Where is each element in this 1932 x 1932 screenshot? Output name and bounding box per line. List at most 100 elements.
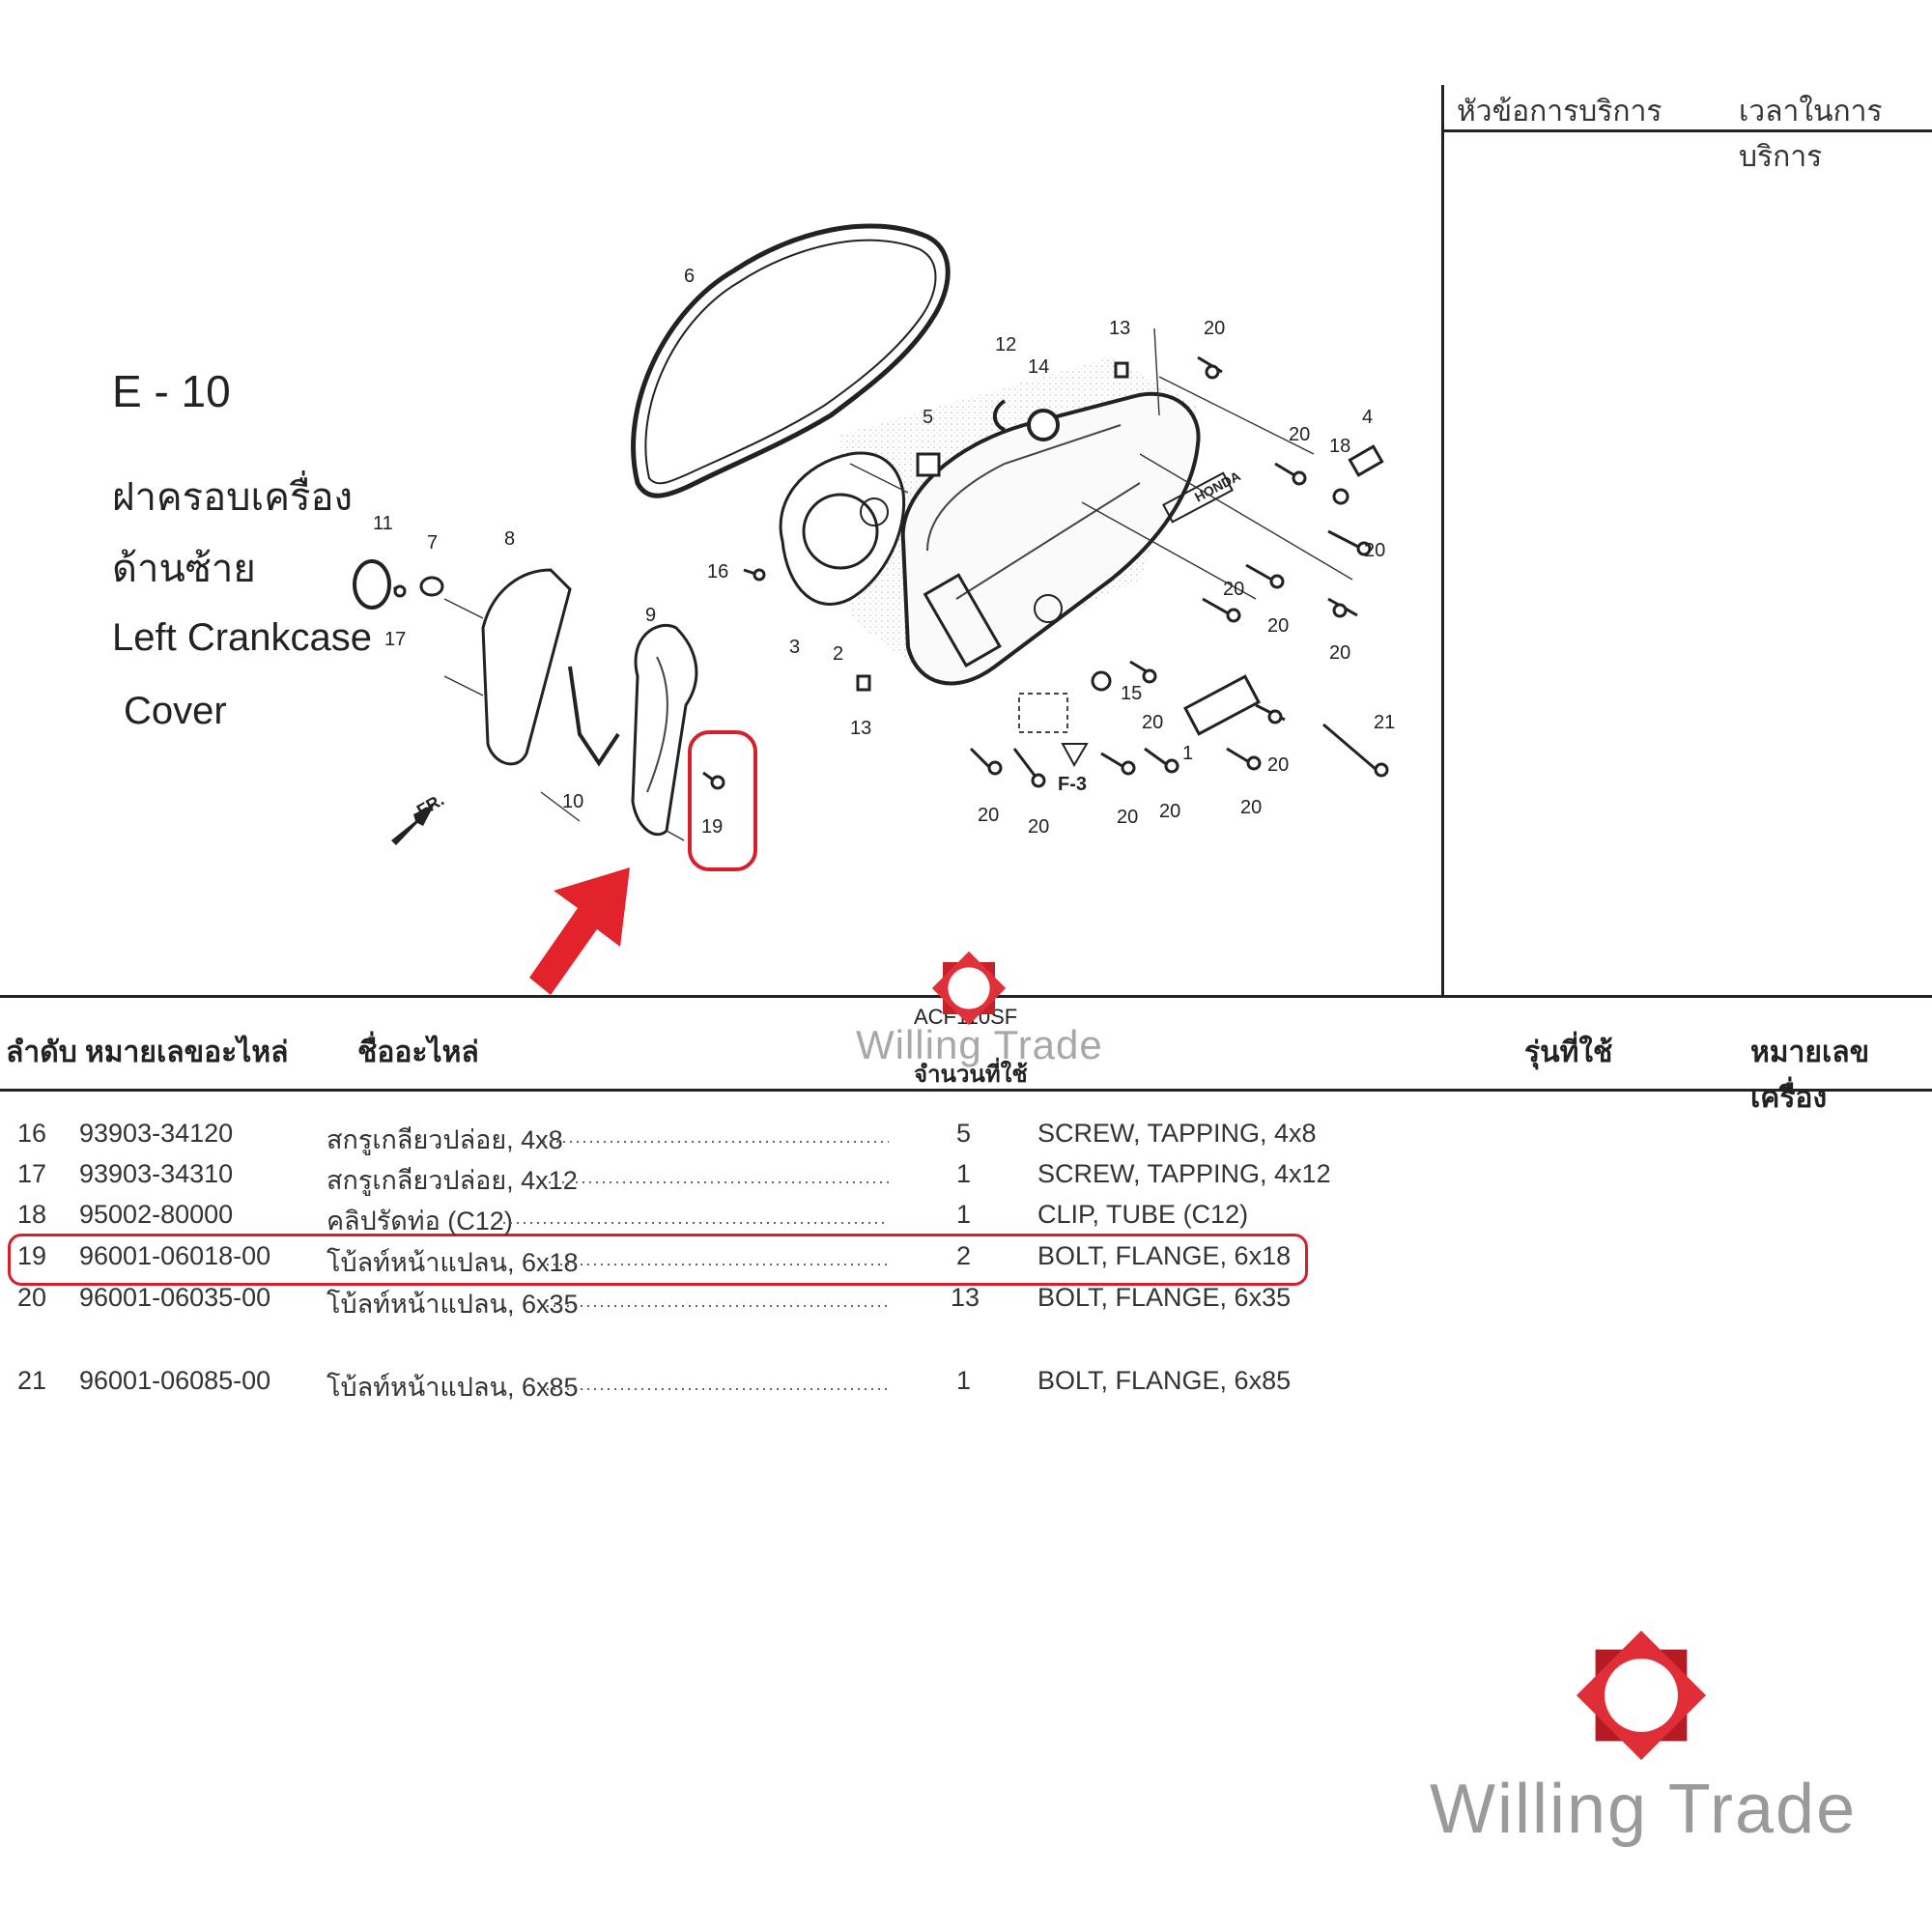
o-ring-11 [353, 559, 391, 610]
svg-text:7: 7 [427, 532, 438, 554]
leader-lines [443, 327, 1353, 841]
header-no: ลำดับ [6, 1037, 77, 1068]
row-no: 18 [17, 1200, 47, 1229]
header-engine-number: หมายเลขเครื่อง [1750, 1037, 1870, 1114]
svg-text:20: 20 [1204, 318, 1225, 339]
f3-arrow [1061, 743, 1089, 768]
row-no: 17 [17, 1159, 47, 1188]
svg-text:20: 20 [1240, 797, 1262, 818]
service-box-header-rule [1441, 129, 1932, 132]
row-part-number: 95002-80000 [79, 1200, 234, 1229]
row-name-thai: สกรูเกลียวปล่อย, 4x12 [327, 1166, 578, 1195]
f3-label: F-3 [1058, 774, 1087, 795]
header-part-name: ชื่ออะไหล่ [357, 1037, 479, 1068]
svg-text:20: 20 [1159, 801, 1180, 822]
row-quantity: 1 [956, 1159, 972, 1188]
svg-text:20: 20 [1028, 816, 1049, 838]
spring-10 [568, 666, 620, 767]
bracket-1 [1183, 674, 1261, 736]
cap-4 [1348, 444, 1384, 477]
service-topic-header: หัวข้อการบริการ [1457, 96, 1662, 128]
inner-cover-8 [481, 568, 572, 766]
row-quantity: 5 [956, 1119, 972, 1148]
row-part-number: 96001-06035-00 [79, 1283, 271, 1312]
row-name-english: BOLT, FLANGE, 6x35 [1037, 1283, 1292, 1312]
svg-text:3: 3 [789, 637, 800, 658]
svg-text:2: 2 [833, 643, 843, 665]
svg-text:10: 10 [562, 791, 583, 812]
svg-text:9: 9 [645, 605, 656, 626]
callout-numbers: 1 2 3 4 5 6 7 8 9 10 11 12 13 13 14 15 1… [373, 266, 1395, 838]
svg-text:8: 8 [504, 528, 515, 550]
row-name-thai: โบ้ลท์หน้าแปลน, 6x35 [327, 1290, 579, 1319]
row-name-thai: คลิปรัดท่อ (C12) [327, 1207, 513, 1236]
svg-text:20: 20 [1289, 424, 1310, 445]
row-no: 16 [17, 1119, 47, 1148]
row-quantity: 13 [951, 1283, 980, 1312]
svg-text:1: 1 [1182, 743, 1193, 764]
svg-text:5: 5 [923, 407, 933, 428]
header-variant: รุ่นที่ใช้ [1524, 1037, 1613, 1068]
highlight-row-19 [8, 1234, 1308, 1286]
brand-logo-icon [1576, 1630, 1707, 1761]
header-part-number: หมายเลขอะไหล่ [85, 1037, 289, 1068]
row-quantity: 1 [956, 1200, 972, 1229]
bearing-15 [1091, 670, 1112, 692]
row-no: 19 [17, 1241, 47, 1270]
row-part-number: 93903-34120 [79, 1119, 234, 1148]
section-code: E - 10 [112, 366, 231, 416]
svg-text:20: 20 [1142, 712, 1163, 733]
service-time-header: เวลาในการบริการ [1739, 96, 1883, 173]
gasket-6-shape [631, 223, 951, 498]
exploded-parts-diagram: HONDA F-3 [353, 223, 1395, 995]
watermark-text-small: Willing Trade [856, 1022, 1103, 1067]
row-name-english: SCREW, TAPPING, 4x12 [1037, 1159, 1331, 1188]
svg-text:20: 20 [1364, 540, 1385, 561]
svg-text:17: 17 [384, 629, 406, 650]
row-name-thai: สกรูเกลียวปล่อย, 4x8 [327, 1125, 563, 1154]
row-part-number: 96001-06018-00 [79, 1241, 271, 1270]
table-header-rule [0, 1089, 1932, 1092]
row-quantity: 2 [956, 1241, 972, 1270]
svg-text:20: 20 [1117, 807, 1138, 828]
svg-text:20: 20 [1267, 615, 1289, 637]
title-thai-line1: ฝาครอบเครื่อง [112, 476, 354, 519]
part-19-highlight [688, 730, 757, 871]
row-name-thai: โบ้ลท์หน้าแปลน, 6x85 [327, 1373, 579, 1402]
collar-7 [419, 576, 444, 597]
row-quantity: 1 [956, 1366, 972, 1395]
row-part-number: 93903-34310 [79, 1159, 234, 1188]
title-thai-line2: ด้านซ้าย [112, 548, 256, 590]
svg-text:20: 20 [1267, 754, 1289, 776]
svg-text:20: 20 [978, 805, 999, 826]
row-no: 21 [17, 1366, 47, 1395]
svg-text:15: 15 [1121, 683, 1142, 704]
collar-5 [916, 452, 941, 477]
svg-text:19: 19 [701, 816, 723, 838]
svg-text:21: 21 [1374, 712, 1395, 733]
watermark-logo-small-icon [931, 951, 1007, 1026]
svg-text:4: 4 [1362, 407, 1373, 428]
svg-text:13: 13 [850, 718, 871, 739]
row-no: 20 [17, 1283, 47, 1312]
svg-text:16: 16 [707, 561, 728, 582]
row-name-english: BOLT, FLANGE, 6x18 [1037, 1241, 1292, 1270]
inner-cover-3 [779, 451, 906, 606]
svg-text:12: 12 [995, 334, 1016, 355]
svg-text:14: 14 [1028, 356, 1049, 378]
brand-name: Willing Trade [1430, 1771, 1858, 1848]
title-english-line1: Left Crankcase [112, 616, 373, 659]
service-box [1441, 85, 1932, 995]
svg-text:20: 20 [1223, 579, 1244, 600]
svg-text:11: 11 [373, 513, 393, 534]
row-name-thai: โบ้ลท์หน้าแปลน, 6x18 [327, 1248, 579, 1277]
svg-text:13: 13 [1109, 318, 1130, 339]
clip-12 [992, 399, 1007, 432]
red-pointer-arrow [529, 867, 630, 995]
svg-text:18: 18 [1329, 436, 1350, 457]
row-part-number: 96001-06085-00 [79, 1366, 271, 1395]
svg-text:6: 6 [684, 266, 695, 287]
row-name-english: SCREW, TAPPING, 4x8 [1037, 1119, 1317, 1148]
svg-text:20: 20 [1329, 642, 1350, 664]
